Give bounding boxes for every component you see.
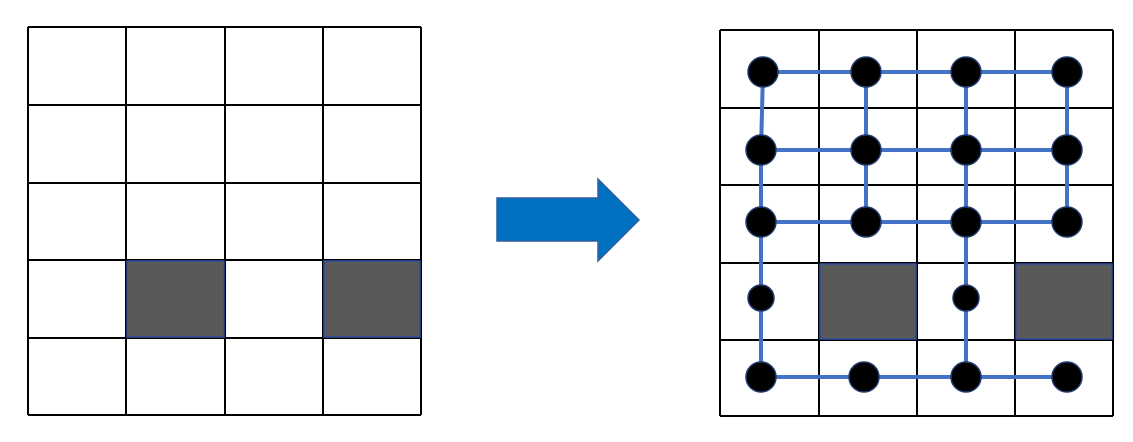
graph-nodes [745, 56, 1083, 393]
graph-node [950, 206, 982, 238]
graph-node [1051, 56, 1083, 88]
graph-node [952, 284, 980, 312]
right-obstacle-cell [1015, 263, 1113, 340]
right-arrow-icon [496, 177, 641, 263]
left-obstacle-border [323, 260, 421, 338]
right-obstacle-border [1015, 263, 1113, 340]
occupancy-grid [27, 26, 422, 416]
graph-node [747, 56, 779, 88]
graph-node [950, 134, 982, 166]
graph-node [848, 361, 880, 393]
graph-grid [719, 29, 1114, 417]
graph-node [850, 134, 882, 166]
graph-node [745, 361, 777, 393]
left-obstacle-cell [126, 260, 225, 338]
graph-node [747, 284, 775, 312]
graph-node [1051, 206, 1083, 238]
left-obstacle-border [126, 260, 225, 338]
graph-node [950, 56, 982, 88]
graph-node [1051, 134, 1083, 166]
graph-node [850, 206, 882, 238]
graph-node [1051, 361, 1083, 393]
graph-node [850, 56, 882, 88]
graph-node [950, 361, 982, 393]
right-obstacle-border [819, 263, 917, 340]
right-obstacle-cell [819, 263, 917, 340]
left-obstacle-cell [323, 260, 421, 338]
graph-node [745, 206, 777, 238]
transform-arrow [496, 177, 641, 263]
graph-node [745, 134, 777, 166]
